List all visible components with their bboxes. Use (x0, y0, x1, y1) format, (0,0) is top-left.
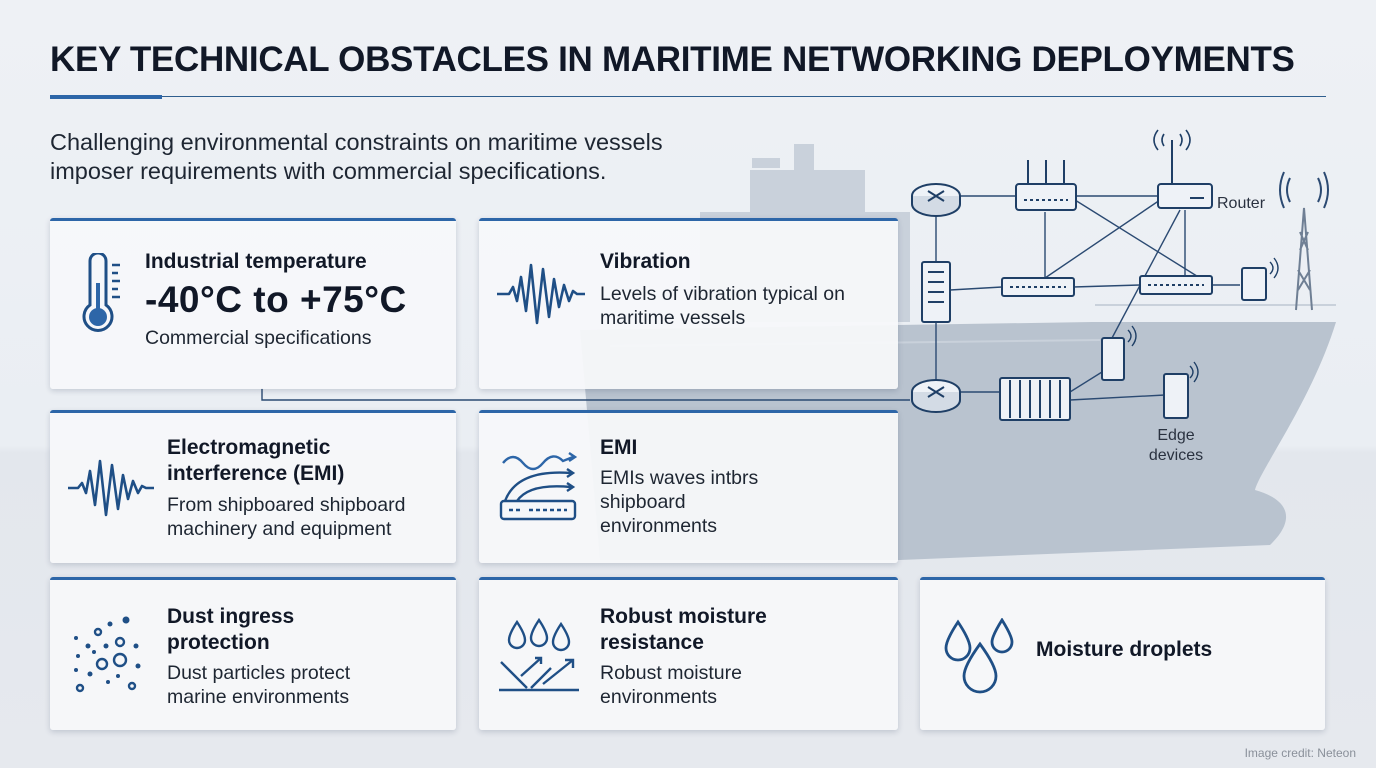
card-electromagnetic-interference: Electromagnetic interference (EMI) From … (50, 410, 456, 563)
card-moisture-resistance: Robust moisture resistance Robust moistu… (479, 577, 898, 730)
round-router-icon (911, 379, 961, 413)
card-emi: EMI EMIs waves intbrs shipboard environm… (479, 410, 898, 563)
card-title: Robust moisture resistance (600, 605, 767, 654)
edge-devices-label-line2: devices (1149, 447, 1203, 464)
card-title: Vibration (600, 250, 691, 273)
card-title: EMI (600, 436, 638, 459)
din-rail-switch-icon (921, 261, 951, 323)
image-credit: Image credit: Neteon (1244, 746, 1356, 760)
thermometer-icon (82, 253, 120, 332)
card-industrial-temperature: Industrial temperature -40°C to +75°C Co… (50, 218, 456, 389)
card-body: Commercial specifications (145, 327, 372, 349)
vibration-wave-icon (497, 263, 585, 325)
moisture-resistance-icon (499, 618, 579, 692)
card-title: Dust ingress protection (167, 605, 295, 654)
server-rack-icon (999, 377, 1071, 421)
emi-wave-icon (68, 459, 154, 517)
round-router-icon (911, 183, 961, 217)
card-vibration: Vibration Levels of vibration typical on… (479, 218, 898, 389)
card-dust-ingress: Dust ingress protection Dust particles p… (50, 577, 456, 730)
card-body: EMIs waves intbrs shipboard environments (600, 467, 759, 537)
title-divider-accent (50, 95, 162, 99)
card-body: From shipboared shipboard machinery and … (167, 494, 406, 540)
wifi-router-icon (1153, 129, 1213, 209)
card-title: Electromagnetic interference (EMI) (167, 436, 345, 485)
router-label: Router (1217, 195, 1266, 212)
page-title: KEY TECHNICAL OBSTACLES IN MARITIME NETW… (50, 40, 1295, 79)
card-title: Moisture droplets (1036, 638, 1213, 661)
card-title: Industrial temperature (145, 250, 367, 273)
edge-device-icon (1101, 257, 1279, 419)
dust-particles-icon (74, 616, 141, 693)
emi-device-icon (499, 452, 578, 521)
water-droplets-icon (944, 618, 1014, 694)
antenna-tower-icon (1279, 171, 1329, 311)
network-switch-icon (1001, 275, 1213, 297)
network-links (261, 195, 1240, 401)
wifi-router-icon (1015, 160, 1077, 211)
title-divider (50, 96, 1326, 97)
temperature-range: -40°C to +75°C (145, 279, 407, 320)
card-body: Robust moisture environments (600, 662, 742, 708)
page-subtitle: Challenging environmental constraints on… (50, 129, 663, 184)
edge-devices-label-line1: Edge (1157, 427, 1194, 444)
card-body: Dust particles protect marine environmen… (167, 662, 351, 708)
card-moisture-droplets: Moisture droplets (920, 577, 1325, 730)
card-body: Levels of vibration typical on maritime … (600, 283, 845, 329)
